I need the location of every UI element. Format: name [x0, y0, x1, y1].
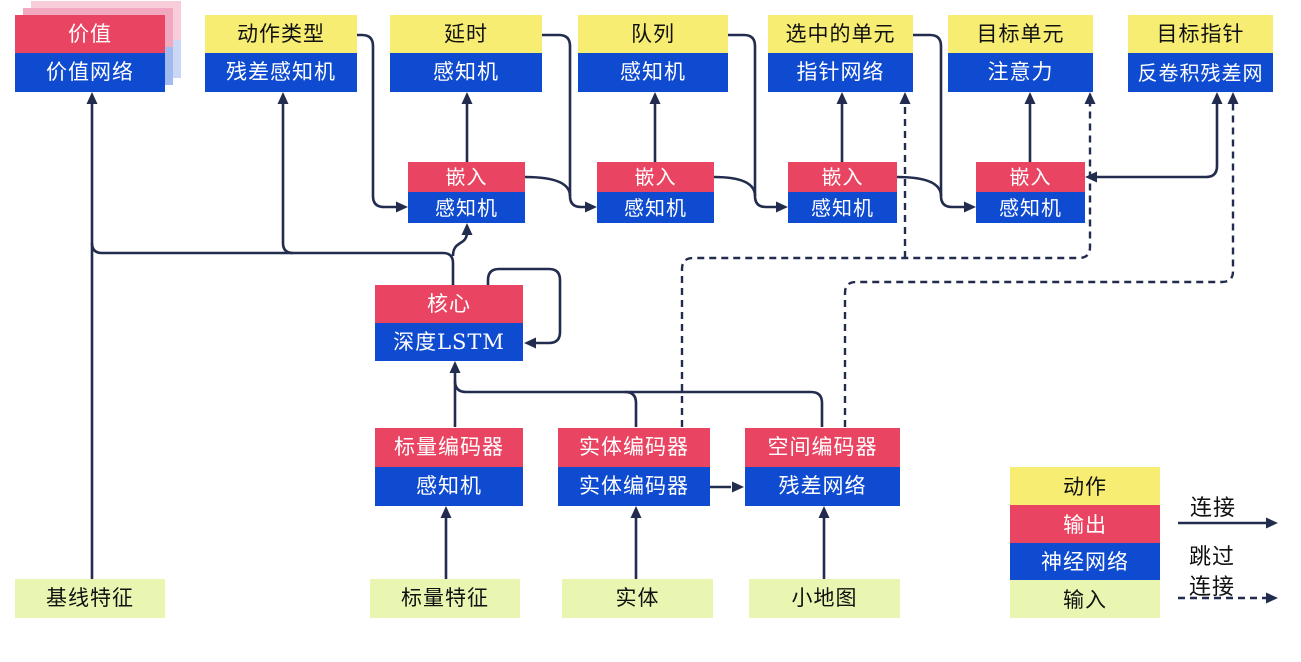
- head-box-action-type: 动作类型 残差感知机: [205, 15, 357, 92]
- input-box-scalar-features: 标量特征: [370, 579, 520, 618]
- action-type-label: 动作类型: [205, 15, 357, 53]
- delay-label: 延时: [390, 15, 542, 53]
- embedding2-mlp-label: 感知机: [597, 192, 714, 223]
- deep-lstm-label: 深度LSTM: [375, 323, 523, 361]
- input-box-entities: 实体: [562, 579, 713, 618]
- wire-core-self-loop: [486, 267, 562, 345]
- skip-entity-encoder: [680, 103, 1092, 427]
- input-box-minimap: 小地图: [749, 579, 900, 618]
- residual-mlp-label: 残差感知机: [205, 53, 357, 92]
- embedding4-label: 嵌入: [976, 162, 1085, 192]
- queued-mlp-label: 感知机: [578, 53, 728, 92]
- head-box-delay: 延时 感知机: [390, 15, 542, 92]
- resnet-label: 残差网络: [745, 467, 900, 506]
- head-box-selected-units: 选中的单元 指针网络: [768, 15, 913, 92]
- minimap-label: 小地图: [749, 579, 900, 618]
- legend-action-row: 动作: [1010, 467, 1160, 505]
- spatial-encoder-label: 空间编码器: [745, 428, 900, 467]
- embedding-box-2: 嵌入 感知机: [597, 162, 714, 223]
- wire-bus-to-embedding1: [451, 231, 469, 257]
- selected-units-label: 选中的单元: [768, 15, 913, 53]
- wire-embedding3-merge: [896, 175, 943, 197]
- embedding-box-3: 嵌入 感知机: [788, 162, 897, 223]
- deconv-resnet-label: 反卷积残差网: [1128, 53, 1273, 92]
- wire-action-type-to-embedding1: [357, 33, 396, 209]
- embedding-box-1: 嵌入 感知机: [408, 162, 525, 223]
- target-unit-label: 目标单元: [948, 15, 1093, 53]
- arrowheads: [86, 92, 1278, 604]
- legend-input-row: 输入: [1010, 580, 1160, 618]
- baseline-features-label: 基线特征: [15, 579, 165, 618]
- embedding3-mlp-label: 感知机: [788, 192, 897, 223]
- scalar-features-label: 标量特征: [370, 579, 520, 618]
- wire-embedding1-merge: [524, 175, 572, 197]
- scalar-encoder-label: 标量编码器: [375, 428, 523, 467]
- wire-entity-encoder-merge: [624, 390, 638, 427]
- pointer-network-label: 指针网络: [768, 53, 913, 92]
- head-box-target-point: 目标指针 反卷积残差网: [1128, 15, 1273, 92]
- legend-output-row: 输出: [1010, 504, 1160, 543]
- core-label: 核心: [375, 285, 523, 323]
- embedding4-mlp-label: 感知机: [976, 192, 1085, 223]
- wire-bus-to-action-type: [281, 102, 294, 255]
- entity-encoder-bottom-label: 实体编码器: [558, 467, 710, 506]
- wire-embedding2-merge: [713, 175, 757, 197]
- wire-encoder-bus: [453, 380, 824, 427]
- queued-label: 队列: [578, 15, 728, 53]
- wire-target-point-link: [1097, 103, 1219, 179]
- embedding3-label: 嵌入: [788, 162, 897, 192]
- value-label: 价值: [15, 15, 165, 53]
- delay-mlp-label: 感知机: [390, 53, 542, 92]
- encoder-box-scalar: 标量编码器 感知机: [375, 428, 523, 506]
- skip-spatial-encoder: [843, 103, 1235, 427]
- head-box-queued: 队列 感知机: [578, 15, 728, 92]
- wire-selected-to-embedding4: [913, 33, 964, 209]
- scalar-encoder-mlp-label: 感知机: [375, 467, 523, 506]
- head-box-value: 价值 价值网络: [15, 15, 165, 92]
- embedding-box-4: 嵌入 感知机: [976, 162, 1085, 223]
- legend-color-key: 动作 输出 神经网络 输入: [1010, 467, 1160, 618]
- wire-core-output-bus: [90, 242, 455, 285]
- encoder-box-spatial: 空间编码器 残差网络: [745, 428, 900, 506]
- wire-queued-to-embedding3: [728, 33, 776, 209]
- embedding1-mlp-label: 感知机: [408, 192, 525, 223]
- core-box: 核心 深度LSTM: [375, 285, 523, 361]
- embedding1-label: 嵌入: [408, 162, 525, 192]
- target-point-label: 目标指针: [1128, 15, 1273, 53]
- wire-delay-to-embedding2: [542, 33, 585, 209]
- legend-dashed-arrow-label-line2: 连接: [1188, 575, 1236, 600]
- head-box-target-unit: 目标单元 注意力: [948, 15, 1093, 92]
- legend-network-row: 神经网络: [1010, 542, 1160, 581]
- attention-label: 注意力: [948, 53, 1093, 92]
- legend-solid-arrow-label: 连接: [1189, 496, 1237, 521]
- input-box-baseline-features: 基线特征: [15, 579, 165, 618]
- value-network-label: 价值网络: [15, 53, 165, 92]
- embedding2-label: 嵌入: [597, 162, 714, 192]
- encoder-box-entity: 实体编码器 实体编码器: [558, 428, 710, 506]
- entity-encoder-label: 实体编码器: [558, 428, 710, 467]
- legend-dashed-arrow-label-line1: 跳过: [1188, 545, 1236, 570]
- entities-label: 实体: [562, 579, 713, 618]
